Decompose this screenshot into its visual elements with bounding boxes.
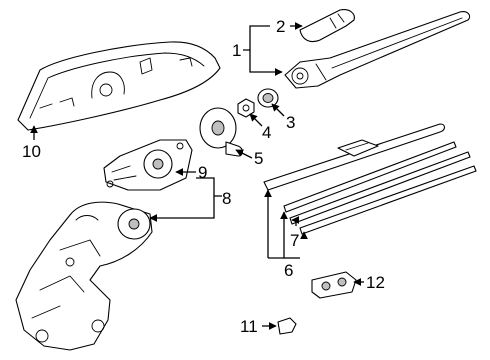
callout-6: 6 xyxy=(284,261,293,280)
callout-12: 12 xyxy=(366,273,385,292)
callout-4: 4 xyxy=(262,123,271,142)
motor-bracket-part xyxy=(15,201,153,351)
seal-part xyxy=(199,107,244,157)
callout-2: 2 xyxy=(276,17,285,36)
callout-9: 9 xyxy=(198,163,207,182)
trim-cover-part xyxy=(17,41,221,131)
callout-1: 1 xyxy=(232,41,241,60)
callout-11: 11 xyxy=(240,317,258,336)
callout-8: 8 xyxy=(222,189,231,208)
arm-cap-part xyxy=(299,9,355,43)
clip-part xyxy=(311,271,357,299)
callout-7: 7 xyxy=(290,231,299,250)
callout-5: 5 xyxy=(254,149,263,168)
wiper-motor-part xyxy=(103,139,193,191)
small-clip-part xyxy=(277,317,297,335)
leader-lines xyxy=(30,22,364,330)
wiper-blade-part xyxy=(263,123,446,191)
blade-refill-part xyxy=(283,141,477,235)
callout-3: 3 xyxy=(286,113,295,132)
wiper-arm-part xyxy=(284,11,471,89)
nut-part xyxy=(237,98,255,118)
callout-10: 10 xyxy=(22,142,41,161)
grommet-part xyxy=(257,88,279,108)
